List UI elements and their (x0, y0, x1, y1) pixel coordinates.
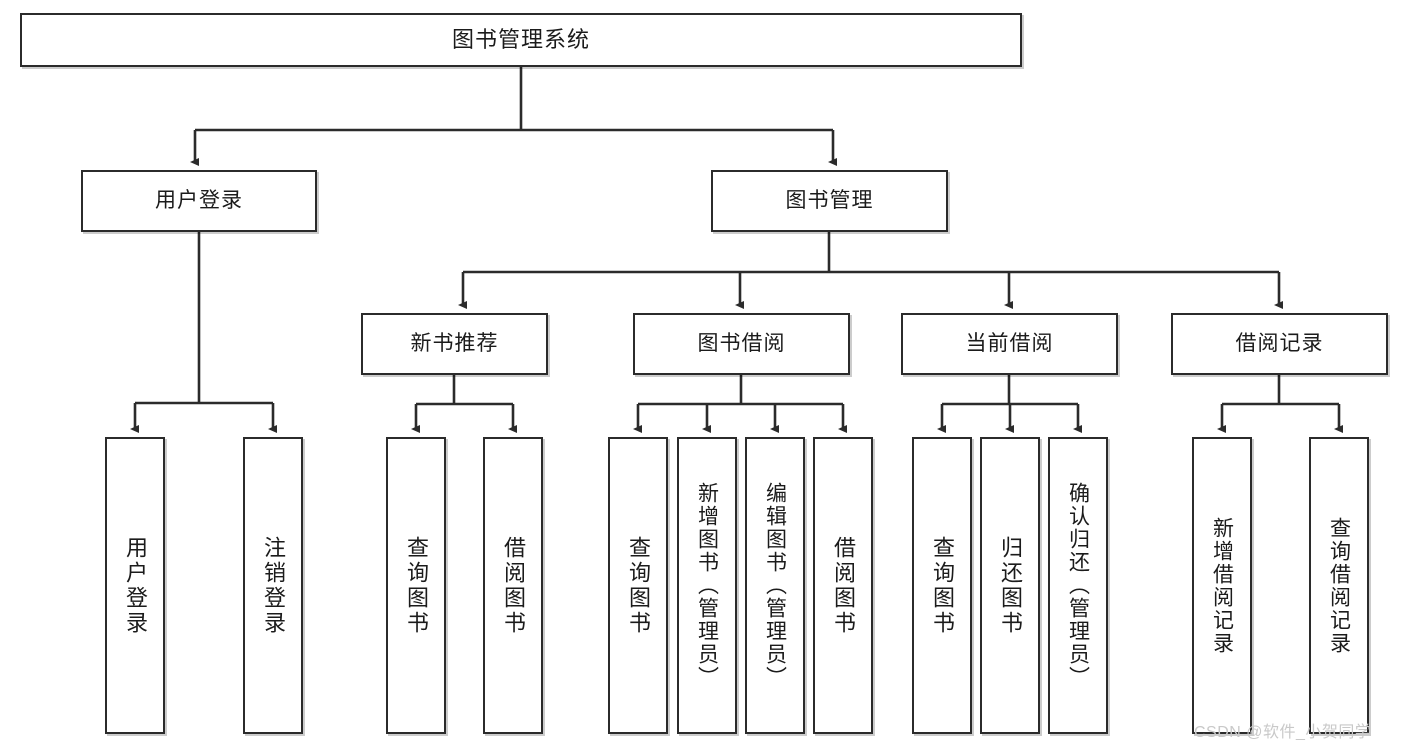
node-label: 新书推荐 (410, 332, 499, 356)
node-leaf-edit-book-admin[interactable]: 编辑图书（管理员） (745, 437, 805, 734)
node-label: 查询图书 (404, 535, 429, 636)
node-leaf-add-book-admin[interactable]: 新增图书（管理员） (677, 437, 737, 734)
node-label: 用户登录 (155, 189, 243, 213)
node-label: 图书管理 (785, 189, 874, 213)
node-label: 图书借阅 (697, 332, 786, 356)
node-leaf-query-borrow-record[interactable]: 查询借阅记录 (1309, 437, 1369, 734)
node-leaf-query-book-borrow[interactable]: 查询图书 (608, 437, 668, 734)
node-root-library-system[interactable]: 图书管理系统 (20, 13, 1022, 67)
node-label: 查询图书 (930, 535, 955, 636)
node-label: 确认归还（管理员） (1066, 482, 1090, 689)
node-label: 用户登录 (123, 535, 148, 636)
node-label: 图书管理系统 (451, 26, 590, 52)
node-label: 借阅图书 (501, 535, 526, 636)
node-leaf-borrow-book-recommend[interactable]: 借阅图书 (483, 437, 543, 734)
node-current-borrow[interactable]: 当前借阅 (901, 313, 1118, 375)
node-new-book-recommend[interactable]: 新书推荐 (361, 313, 548, 375)
node-label: 归还图书 (998, 535, 1023, 636)
node-label: 查询借阅记录 (1327, 516, 1351, 655)
node-label: 查询图书 (626, 535, 651, 636)
node-leaf-confirm-return-admin[interactable]: 确认归还（管理员） (1048, 437, 1108, 734)
node-leaf-return-book[interactable]: 归还图书 (980, 437, 1040, 734)
node-leaf-query-book-recommend[interactable]: 查询图书 (386, 437, 446, 734)
node-leaf-user-login[interactable]: 用户登录 (105, 437, 165, 734)
node-label: 借阅记录 (1235, 332, 1324, 356)
node-book-management[interactable]: 图书管理 (711, 170, 948, 232)
node-borrow-record[interactable]: 借阅记录 (1171, 313, 1388, 375)
node-user-login[interactable]: 用户登录 (81, 170, 317, 232)
node-label: 新增图书（管理员） (695, 482, 719, 689)
csdn-watermark: CSDN @软件_小贺同学 (1194, 724, 1372, 741)
node-leaf-borrow-book[interactable]: 借阅图书 (813, 437, 873, 734)
node-book-borrow[interactable]: 图书借阅 (633, 313, 850, 375)
node-label: 借阅图书 (831, 535, 856, 636)
node-leaf-add-borrow-record[interactable]: 新增借阅记录 (1192, 437, 1252, 734)
node-label: 新增借阅记录 (1210, 516, 1234, 655)
node-leaf-query-book-current[interactable]: 查询图书 (912, 437, 972, 734)
node-label: 注销登录 (261, 535, 286, 636)
node-leaf-logout[interactable]: 注销登录 (243, 437, 303, 734)
node-label: 编辑图书（管理员） (763, 482, 787, 689)
node-label: 当前借阅 (965, 332, 1054, 356)
